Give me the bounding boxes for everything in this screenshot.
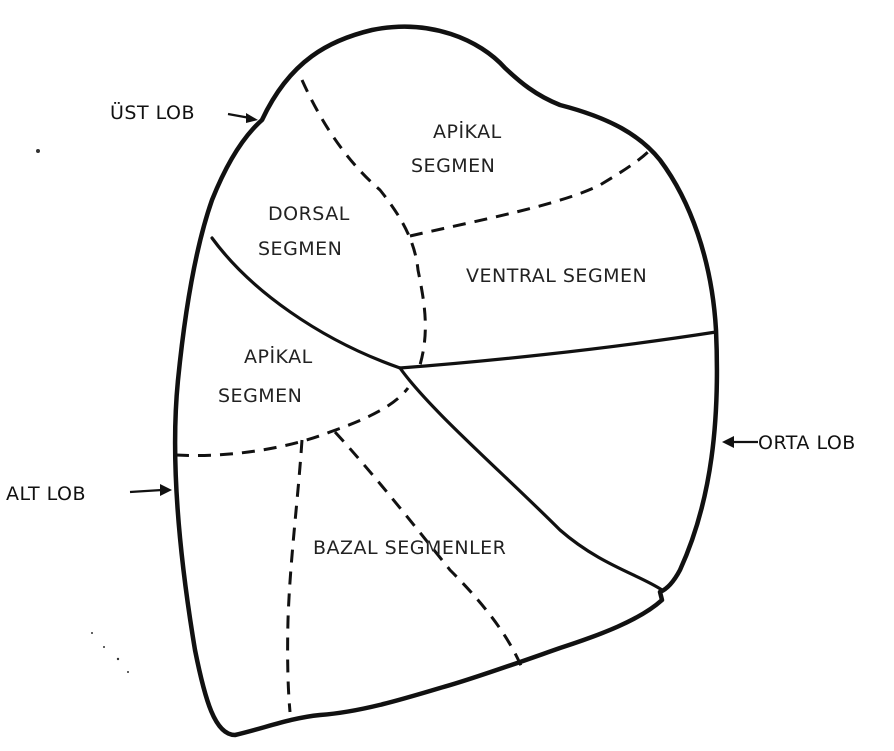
lower-lobe-arrow	[130, 484, 172, 496]
ventral-label: VENTRAL SEGMEN	[466, 265, 647, 287]
upper-apical-label-line1: APİKAL	[433, 120, 502, 143]
lower-lobe-label: ALT LOB	[6, 483, 86, 505]
lower-apical-label-line1: APİKAL	[244, 345, 313, 368]
basal-label: BAZAL SEGMENLER	[313, 537, 506, 559]
horizontal-fissure	[400, 332, 716, 368]
scan-speck	[91, 632, 93, 634]
middle-lobe-arrow	[722, 436, 758, 448]
scan-speck	[117, 658, 119, 660]
scan-speck	[103, 646, 105, 648]
lower-apical-label-line2: SEGMEN	[218, 385, 302, 407]
upper-lobe-arrow	[228, 113, 258, 123]
basal-boundary-left	[288, 440, 302, 712]
upper-lobe-label: ÜST LOB	[110, 101, 195, 124]
dorsal-label-line1: DORSAL	[268, 203, 350, 225]
scan-speck	[36, 149, 40, 153]
dorsal-label-line2: SEGMEN	[258, 238, 342, 260]
scan-speck	[127, 671, 129, 673]
upper-apical-label-line2: SEGMEN	[411, 155, 495, 177]
middle-lobe-label: ORTA LOB	[758, 432, 856, 454]
